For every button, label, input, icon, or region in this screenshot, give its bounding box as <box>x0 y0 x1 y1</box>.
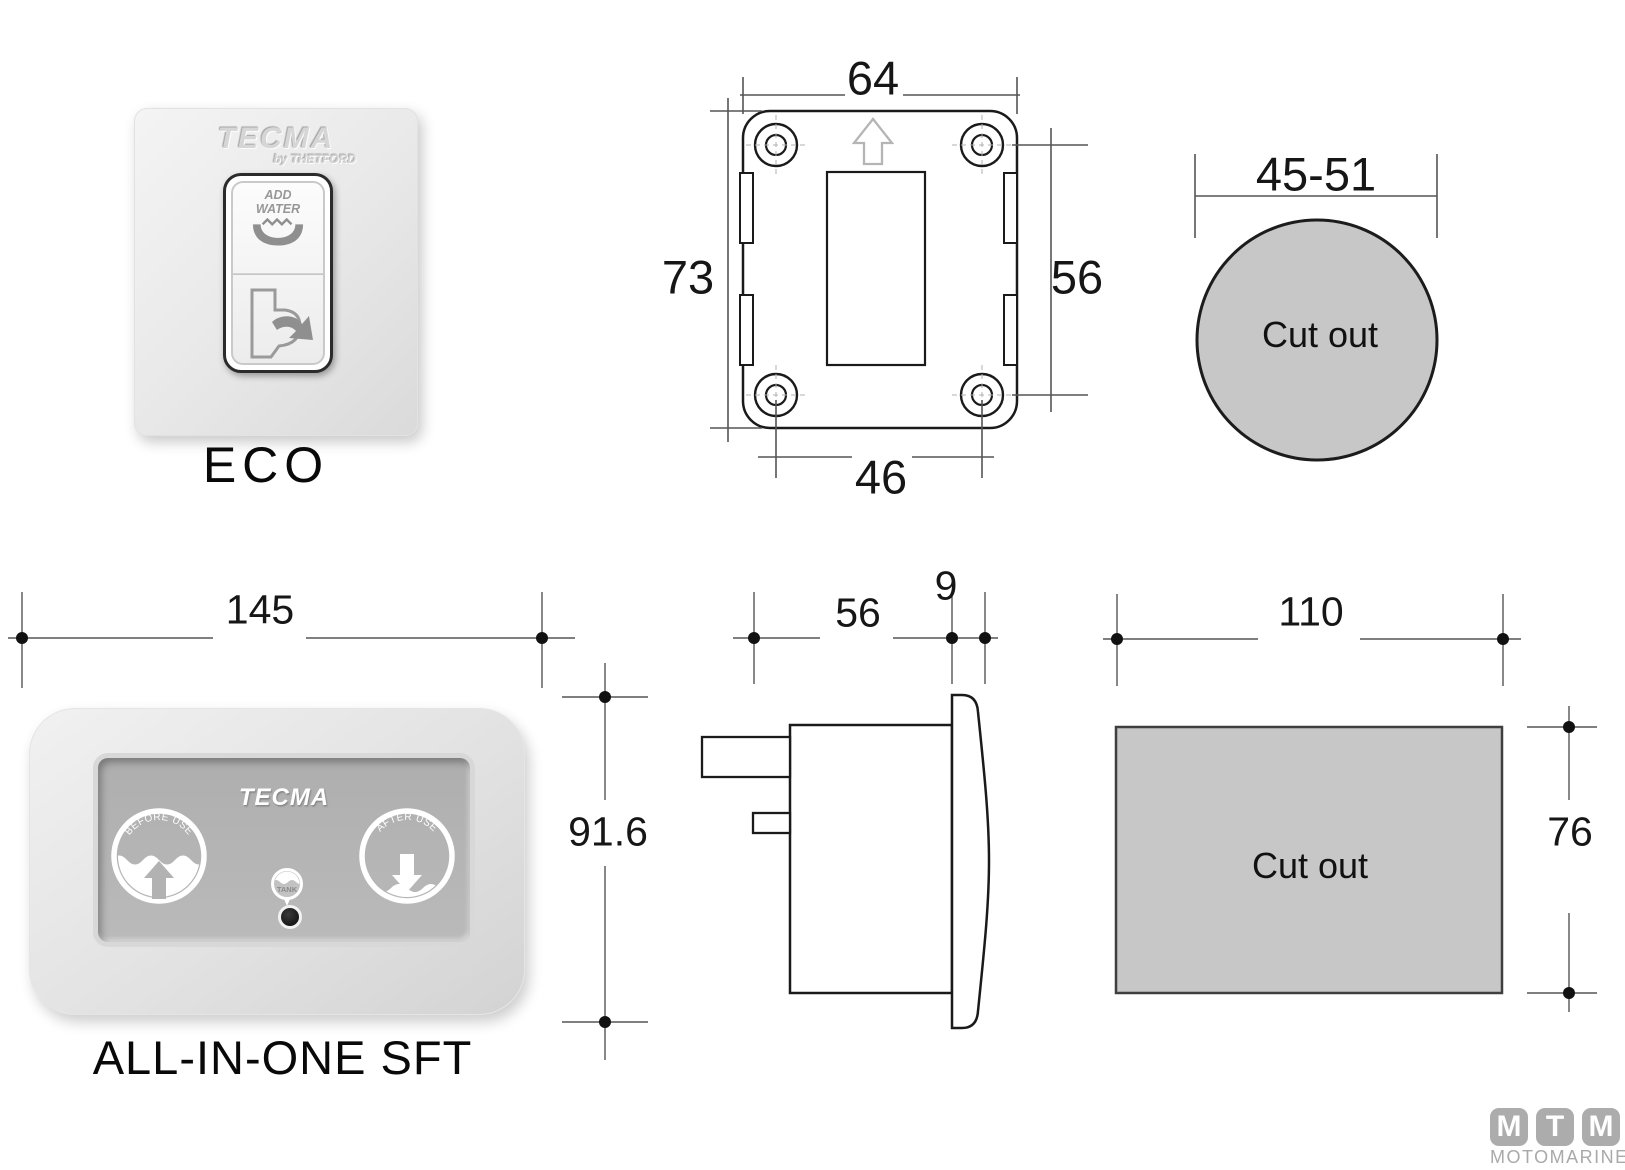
after-use-button[interactable]: AFTER USE <box>357 806 457 906</box>
before-use-icon <box>118 855 200 899</box>
rect-cutout-drawing <box>1103 594 1597 1012</box>
dim-back-width: 64 <box>846 51 900 105</box>
mtm-logo-square: M <box>1582 1108 1620 1146</box>
back-view-drawing <box>710 77 1088 478</box>
mtm-watermark: M T M MOTOMARINE <box>1490 1108 1625 1168</box>
flush-icon <box>250 288 313 359</box>
tank-indicator: TANK <box>271 868 303 906</box>
side-view-drawing <box>700 592 998 1030</box>
dim-circle-cutout: 45-51 <box>1255 147 1377 201</box>
sft-caption: ALL-IN-ONE SFT <box>92 1031 473 1084</box>
tecma-logo: TECMA <box>217 122 335 155</box>
up-arrow-icon <box>851 117 895 166</box>
side-view-body <box>788 723 954 995</box>
side-clips <box>739 172 1018 366</box>
eco-rocker-switch[interactable]: ADD WATER FLUSH <box>223 173 333 373</box>
circle-cutout-label: Cut out <box>1261 314 1379 355</box>
add-water-icon <box>252 218 304 246</box>
circle-cutout-drawing <box>1194 154 1439 462</box>
before-use-button[interactable]: BEFORE USE <box>109 806 209 906</box>
mtm-logo-square: M <box>1490 1108 1528 1146</box>
circle-cutout-shape <box>1195 218 1439 462</box>
dim-back-hole-horizontal: 46 <box>854 450 908 504</box>
dim-rect-width: 110 <box>1278 588 1344 635</box>
add-water-button[interactable]: ADD WATER <box>233 183 323 273</box>
tank-label: TANK <box>277 885 298 894</box>
back-view-dimension-lines <box>710 77 1088 478</box>
side-view-flange <box>950 693 991 1030</box>
sft-tecma-logo: TECMA <box>238 784 330 811</box>
rocker-seam <box>233 273 323 275</box>
motomarine-label: MOTOMARINE <box>1490 1147 1625 1167</box>
side-view-dimension-dots <box>748 632 991 644</box>
dim-sft-width: 145 <box>225 586 295 633</box>
circle-cutout-dimension-lines <box>1194 154 1438 238</box>
dim-side-depth: 56 <box>835 589 881 636</box>
rect-cutout-label: Cut out <box>1251 845 1369 886</box>
status-led <box>278 905 302 929</box>
dim-sft-height: 91.6 <box>568 808 648 855</box>
eco-caption: ECO <box>202 437 330 493</box>
dim-back-hole-vertical: 56 <box>1050 250 1104 304</box>
dim-rect-height: 76 <box>1547 808 1593 855</box>
rocker-cutout-hole <box>825 170 927 367</box>
mounting-holes <box>746 115 1012 425</box>
dim-back-height: 73 <box>661 250 715 304</box>
rect-cutout-shape <box>1114 725 1504 995</box>
thetford-sublogo: by THETFORD <box>273 152 356 166</box>
side-view-top-tab <box>700 735 792 779</box>
sft-panel-photo: TECMA BEFORE USE <box>29 708 525 1015</box>
eco-panel-photo: TECMA by THETFORD ADD WATER FLUS <box>134 108 418 436</box>
add-water-label: ADD WATER <box>255 188 301 216</box>
sft-dimension-dots <box>16 632 611 1028</box>
dim-side-flange: 9 <box>934 562 958 609</box>
sft-recess: TECMA BEFORE USE <box>98 758 470 942</box>
side-view-small-tab <box>751 811 792 835</box>
mtm-logo-square: T <box>1536 1108 1574 1146</box>
rect-cutout-dimension-dots <box>1111 633 1575 999</box>
after-use-icon <box>366 854 448 897</box>
flush-button[interactable]: FLUSH <box>233 273 323 363</box>
